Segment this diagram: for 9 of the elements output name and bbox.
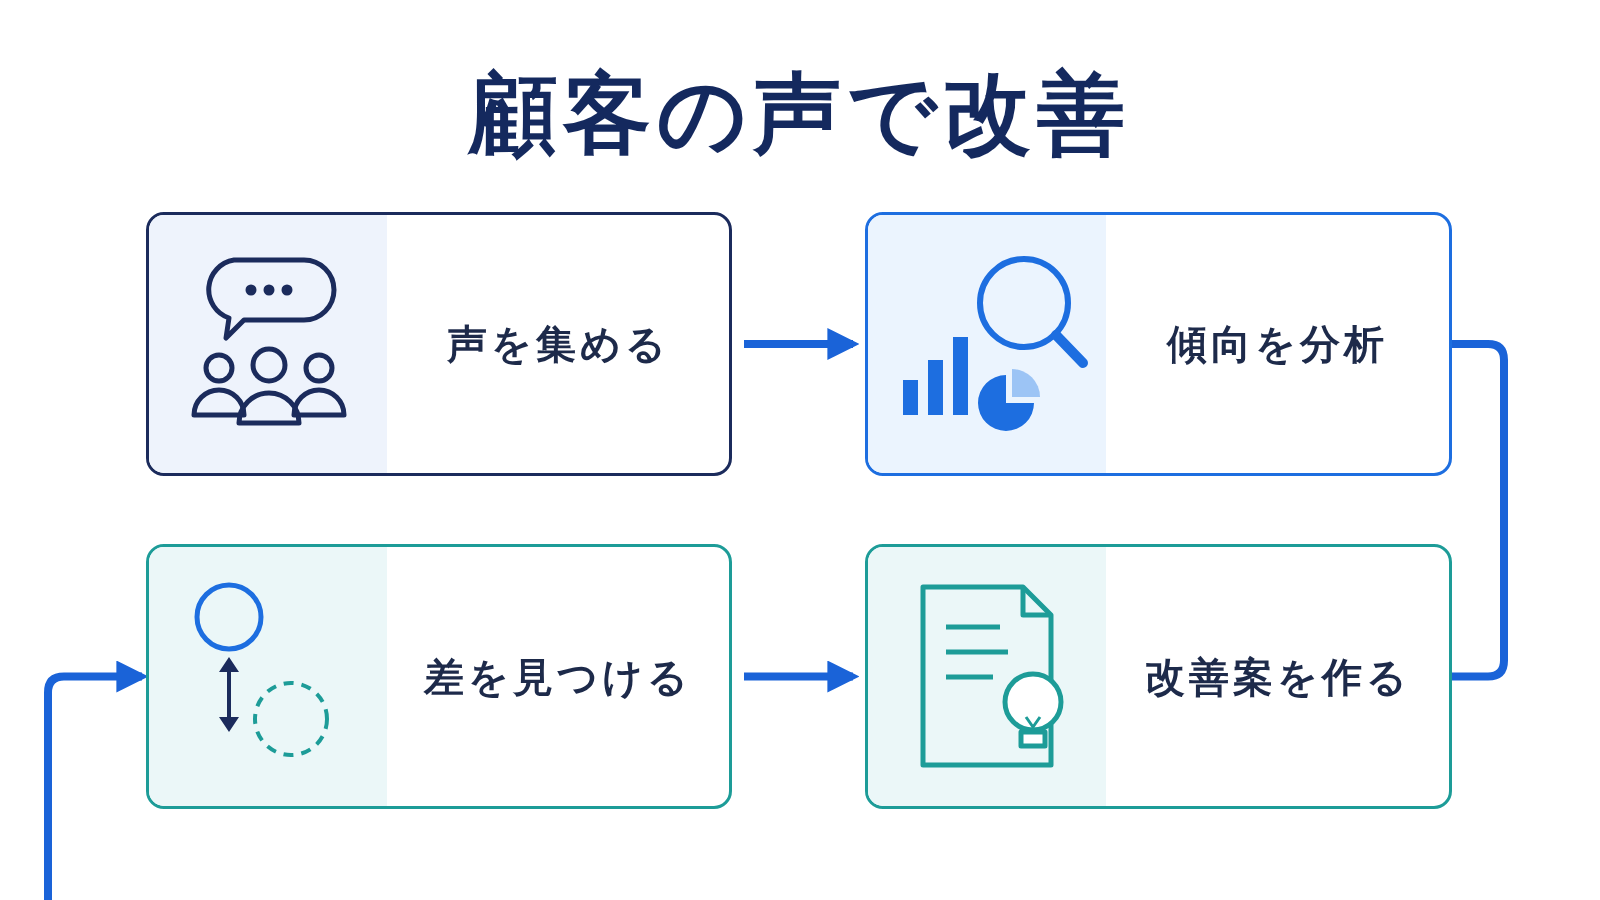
step-label: 差を見つける xyxy=(424,652,692,701)
title: 顧客の声で改善 xyxy=(469,61,1131,167)
step-label: 傾向を分析 xyxy=(1167,319,1388,369)
step-label: 改善案を作る xyxy=(1144,652,1411,701)
step-box xyxy=(865,212,1452,476)
step-box xyxy=(146,212,732,476)
step-box xyxy=(146,544,732,809)
step-box xyxy=(865,544,1452,809)
step-label: 声を集める xyxy=(446,319,670,369)
